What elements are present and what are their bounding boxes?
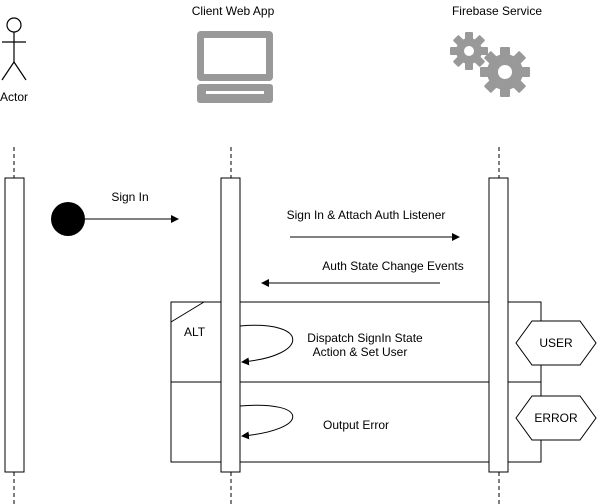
user-guard-hexagon xyxy=(515,320,597,366)
actor-label: Actor xyxy=(0,90,28,104)
error-guard-hexagon xyxy=(515,395,597,441)
computer-monitor-icon xyxy=(197,31,273,103)
firebase-activation-bar xyxy=(488,177,509,473)
stick-figure-icon xyxy=(1,17,27,81)
gears-icon xyxy=(450,32,530,97)
output-error-self-arrow xyxy=(239,404,294,440)
error-guard-label: ERROR xyxy=(534,411,578,425)
auth-state-label: Auth State Change Events xyxy=(322,259,463,273)
firebase-label: Firebase Service xyxy=(452,4,542,18)
sign-in-label: Sign In xyxy=(111,190,148,204)
sign-in-attach-label: Sign In & Attach Auth Listener xyxy=(287,208,446,222)
user-guard-label: USER xyxy=(539,336,573,350)
output-error-label: Output Error xyxy=(323,418,389,432)
dispatch-label-line2: Action & Set User xyxy=(313,345,408,359)
actor-activation-bar xyxy=(4,177,25,473)
initial-node xyxy=(51,202,85,236)
client-label: Client Web App xyxy=(192,4,275,18)
dispatch-self-arrow xyxy=(239,324,294,366)
dispatch-label-line1: Dispatch SignIn State xyxy=(307,331,423,345)
client-activation-bar xyxy=(220,177,241,473)
alt-operator-label: ALT xyxy=(184,325,206,339)
